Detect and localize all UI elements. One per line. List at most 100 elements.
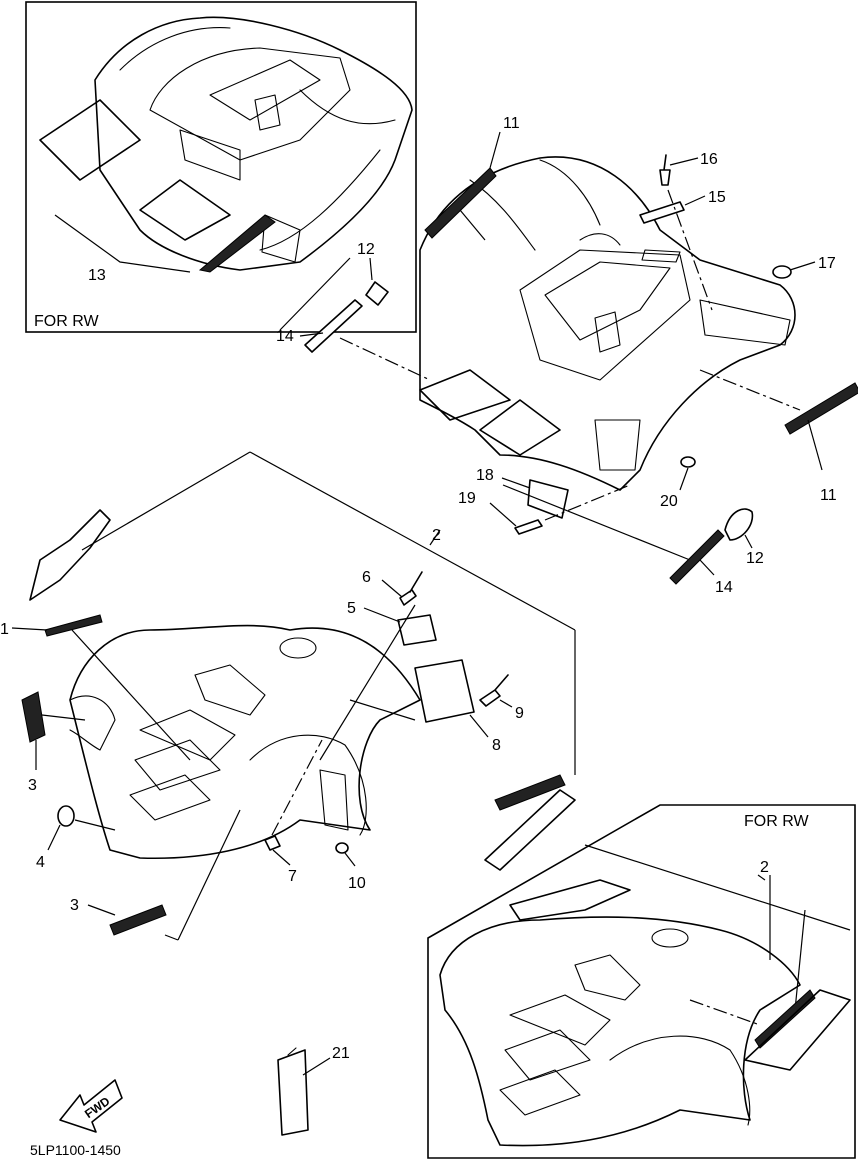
callout-17: 17: [818, 255, 836, 272]
strip-14-lower: [669, 529, 725, 585]
inset-front-fender-body: [439, 916, 801, 1147]
fender-emblem: [641, 249, 681, 263]
inset-box-lid: [209, 59, 321, 121]
front-grille-top: [139, 709, 236, 761]
decal-11-right: [784, 382, 858, 435]
leader-7: [272, 849, 291, 866]
grommet-17: [772, 265, 792, 279]
callout-3b: 3: [70, 897, 79, 914]
plate-12-lower: [724, 508, 754, 541]
inset-frame-bottom: [427, 804, 856, 1159]
callout-11a: 11: [503, 115, 520, 132]
callout-19: 19: [458, 490, 476, 507]
callout-12b: 12: [746, 550, 764, 567]
inset-front-fender-rw: FOR RW 2: [427, 804, 856, 1159]
inset-grille-top: [509, 994, 611, 1046]
rivet-19: [514, 519, 543, 535]
inset-rear-fender-rw: 13 FOR RW: [25, 1, 417, 333]
leader-11a: [489, 131, 501, 169]
leader-2b: [757, 874, 766, 881]
leader-10: [344, 852, 356, 867]
emblem-4: [57, 805, 75, 827]
leader-11a-target: [459, 209, 486, 241]
inset-fender-contour-1: [119, 27, 231, 71]
inset-grille-low: [499, 1069, 581, 1116]
plate-5: [397, 614, 437, 646]
inset-decal-panel: [744, 989, 851, 1071]
callout-10: 10: [348, 875, 366, 892]
strip-14-top: [304, 299, 363, 353]
front-grille-mid: [134, 739, 221, 791]
leader-17: [789, 261, 816, 271]
rear-flap-right: [479, 399, 561, 456]
callout-5: 5: [347, 600, 356, 617]
front-grille-low: [129, 774, 211, 821]
storage-box: [519, 249, 691, 381]
inset-fender-body: [94, 16, 413, 271]
fender-plate-rear: [594, 419, 641, 471]
inset-leader-13: [54, 214, 191, 273]
leader-3b: [87, 904, 116, 916]
storage-box-latch: [594, 311, 621, 353]
centerline-7: [271, 739, 323, 836]
leader-3b-outline: [164, 934, 179, 941]
leader-11b: [807, 419, 823, 471]
callout-18: 18: [476, 467, 494, 484]
inset-outline-line: [584, 844, 851, 931]
inset-front-flap: [509, 879, 631, 921]
callout-21: 21: [332, 1045, 350, 1062]
rivet-16: [659, 154, 671, 186]
rear-fender-body: [419, 156, 796, 491]
assembly-outline-top: [81, 451, 251, 551]
label-21: [277, 1049, 309, 1136]
rivet-9: [479, 674, 509, 707]
front-fender-arch: [249, 734, 367, 836]
leader-18: [501, 477, 531, 489]
inset-decal-2: [754, 989, 816, 1049]
inset-box-wall: [179, 129, 241, 181]
leader-4: [47, 824, 61, 851]
leader-1: [11, 627, 48, 631]
decal-2: [494, 774, 566, 811]
rear-flap-left: [419, 369, 511, 421]
callout-14a: 14: [276, 328, 294, 345]
decal-3-upper: [21, 691, 46, 743]
grommet-20: [680, 456, 696, 468]
callout-3a: 3: [28, 777, 37, 794]
leader-21: [302, 1057, 331, 1076]
label-21-tab: [287, 1047, 297, 1056]
assembly-outline-right: [249, 451, 576, 631]
decal-1: [44, 614, 103, 637]
inset-grille-mid: [504, 1029, 591, 1081]
decal-11-left: [424, 167, 497, 239]
inset-flap-right: [139, 179, 231, 241]
front-fender-body: [69, 624, 421, 860]
inset-flap-left: [39, 99, 141, 181]
leader-8: [469, 714, 489, 738]
plate-15: [639, 201, 685, 224]
inset-frame-top: [25, 1, 417, 333]
leader-14a: [299, 332, 324, 337]
leader-1-target: [71, 629, 191, 761]
storage-box-lid: [544, 261, 671, 341]
leader-6: [381, 579, 403, 598]
fwd-arrow-shape: [59, 1079, 123, 1133]
variant-label-bottom: FOR RW: [744, 813, 809, 830]
grommet-7: [264, 835, 281, 851]
inset-fuel-cap-opening: [651, 928, 689, 948]
decal-2-panel: [484, 789, 576, 871]
leader-12a: [369, 257, 373, 281]
leader-5: [363, 607, 401, 623]
plate-8: [414, 659, 475, 723]
inset-fender-edge: [299, 89, 396, 125]
variant-label-top: FOR RW: [34, 313, 99, 330]
decal-3-lower: [109, 904, 167, 936]
callout-14b: 14: [715, 579, 733, 596]
inset-reflector-plate: [261, 214, 301, 263]
leader-15: [684, 195, 706, 206]
leader-4-target: [74, 819, 116, 831]
drawing-code: 5LP1100-1450: [30, 1142, 121, 1158]
leader-14b: [699, 559, 715, 576]
inset-fender-flare: [259, 149, 381, 251]
